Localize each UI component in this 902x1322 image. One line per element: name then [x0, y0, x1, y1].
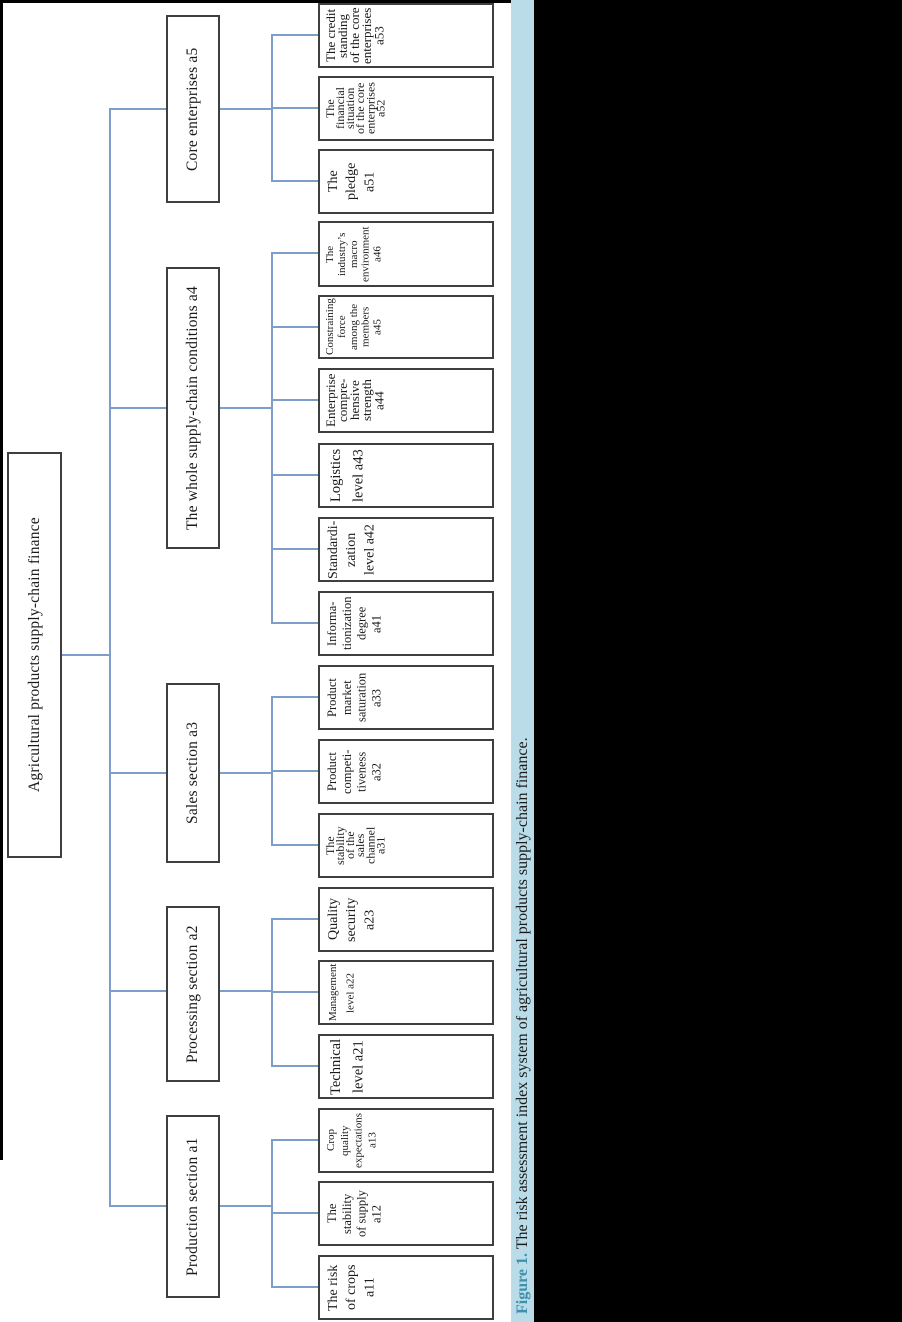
leaf-a22: Management level a22: [318, 960, 494, 1025]
connector-line: [272, 844, 318, 846]
leaf-a22-label: Management level a22: [327, 963, 357, 1022]
connector-line: [110, 108, 166, 110]
branch-a5: Core enterprises a5: [166, 15, 220, 203]
connector-line: [272, 474, 318, 476]
branch-a4: The whole supply-chain conditions a4: [166, 267, 220, 549]
figure-caption: Figure 1. The risk assessment index syst…: [514, 0, 532, 1322]
connector-line: [220, 772, 272, 774]
leaf-a33: Product market saturation a33: [318, 665, 494, 730]
scan-black-top-edge: [0, 0, 511, 3]
scan-black-left-edge: [0, 0, 3, 1160]
connector-line: [272, 34, 318, 36]
connector-line: [110, 407, 166, 409]
figure-caption-strip: Figure 1. The risk assessment index syst…: [511, 0, 534, 1322]
leaf-a32: Product competi- tiveness a32: [318, 739, 494, 804]
connector-line: [60, 654, 110, 656]
leaf-a12-label: The stability of supply a12: [325, 1190, 384, 1237]
connector-line: [272, 1065, 318, 1067]
leaf-a53: The credit standing of the core enterpri…: [318, 3, 494, 68]
connector-line: [272, 399, 318, 401]
leaf-a23: Quality security a23: [318, 887, 494, 952]
branch-a4-label: The whole supply-chain conditions a4: [184, 286, 201, 530]
leaf-a43-label: Logistics level a43: [328, 448, 367, 503]
leaf-a44: Enterprise compre- hensive strength a44: [318, 368, 494, 433]
branch-a5-label: Core enterprises a5: [184, 47, 201, 171]
connector-line: [109, 108, 111, 1207]
scan-black-right: [534, 0, 902, 1322]
connector-line: [272, 252, 318, 254]
leaf-a52-label: The financial situation of the core ente…: [323, 82, 388, 135]
leaf-a33-label: Product market saturation a33: [325, 672, 384, 723]
connector-line: [272, 1139, 318, 1141]
leaf-a23-label: Quality security a23: [326, 897, 378, 942]
leaf-a11-label: The risk of crops a11: [326, 1264, 378, 1311]
leaf-a51-label: The pledge a51: [326, 162, 378, 201]
connector-line: [272, 696, 318, 698]
leaf-a31-label: The stability of the sales channel a31: [323, 826, 388, 865]
leaf-a46: The industry’s macro environment a46: [318, 221, 494, 287]
connector-line: [110, 990, 166, 992]
connector-line: [220, 1205, 272, 1207]
connector-line: [110, 772, 166, 774]
connector-line: [272, 326, 318, 328]
figure-caption-tag: Figure 1.: [513, 1252, 531, 1314]
connector-line: [272, 180, 318, 182]
leaf-a11: The risk of crops a11: [318, 1255, 494, 1320]
leaf-a21-label: Technical level a21: [328, 1038, 367, 1095]
leaf-a13: Crop quality expectations a13: [318, 1108, 494, 1173]
leaf-a12: The stability of supply a12: [318, 1181, 494, 1246]
leaf-a42: Standardi- zation level a42: [318, 517, 494, 582]
connector-line: [272, 918, 318, 920]
connector-line: [220, 108, 272, 110]
leaf-a31: The stability of the sales channel a31: [318, 813, 494, 878]
connector-line: [220, 990, 272, 992]
connector-line: [272, 1212, 318, 1214]
branch-a1: Production section a1: [166, 1115, 220, 1298]
leaf-a51: The pledge a51: [318, 149, 494, 214]
figure-caption-text: The risk assessment index system of agri…: [513, 737, 531, 1253]
leaf-a41-label: Informa- tionization degree a41: [325, 596, 384, 651]
branch-a1-label: Production section a1: [184, 1137, 201, 1276]
connector-line: [272, 770, 318, 772]
branch-a3-label: Sales section a3: [184, 721, 201, 825]
leaf-a43: Logistics level a43: [318, 443, 494, 508]
leaf-a46-label: The industry’s macro environment a46: [324, 226, 384, 282]
leaf-a44-label: Enterprise compre- hensive strength a44: [323, 373, 387, 428]
leaf-a45-label: Constraining force among the members a45: [324, 298, 384, 356]
connector-line: [271, 252, 273, 624]
leaf-a52: The financial situation of the core ente…: [318, 76, 494, 141]
connector-line: [272, 1286, 318, 1288]
leaf-a45: Constraining force among the members a45: [318, 295, 494, 359]
connector-line: [220, 407, 272, 409]
root-node: Agricultural products supply-chain finan…: [7, 452, 62, 858]
connector-line: [272, 548, 318, 550]
leaf-a53-label: The credit standing of the core enterpri…: [323, 7, 387, 64]
connector-line: [272, 107, 318, 109]
connector-line: [272, 991, 318, 993]
branch-a2: Processing section a2: [166, 906, 220, 1082]
leaf-a13-label: Crop quality expectations a13: [325, 1113, 379, 1168]
connector-line: [110, 1205, 166, 1207]
branch-a3: Sales section a3: [166, 683, 220, 863]
leaf-a32-label: Product competi- tiveness a32: [325, 749, 384, 794]
leaf-a41: Informa- tionization degree a41: [318, 591, 494, 656]
branch-a2-label: Processing section a2: [184, 925, 201, 1063]
root-node-label: Agricultural products supply-chain finan…: [25, 517, 43, 793]
connector-line: [272, 622, 318, 624]
leaf-a21: Technical level a21: [318, 1034, 494, 1099]
leaf-a42-label: Standardi- zation level a42: [326, 520, 378, 579]
